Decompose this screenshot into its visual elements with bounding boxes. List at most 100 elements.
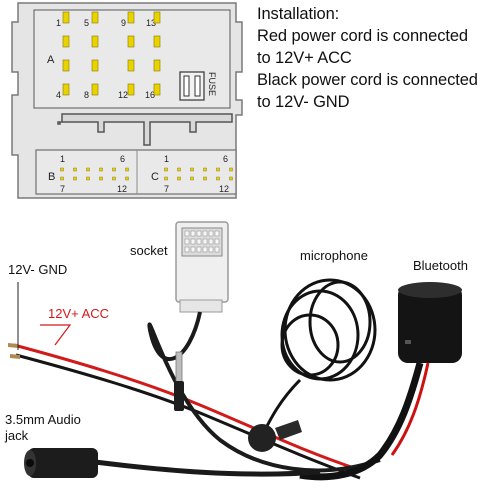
pin-number: 13: [146, 18, 156, 28]
pin: [62, 83, 70, 96]
pin: [177, 167, 181, 172]
installation-notes: Installation: Red power cord is connecte…: [257, 3, 497, 113]
microphone-cable-coil: [263, 278, 377, 431]
pin: [153, 11, 161, 24]
black-power-wire: [15, 353, 361, 480]
pin: [127, 83, 135, 96]
pin: [91, 59, 99, 72]
pin: [112, 167, 116, 172]
pin-number: 7: [60, 184, 65, 194]
connector-lower-cavity: [35, 149, 237, 195]
pin: [216, 176, 220, 181]
bluetooth-module: [398, 282, 462, 363]
connector-pinout-diagram: FUSE A B C 1 5 9 13 4 8 12 16 1 6 7 12 1…: [11, 2, 243, 199]
microphone-head: [248, 424, 276, 452]
pin-number: 4: [56, 90, 61, 100]
socket-hole: [184, 230, 190, 237]
audio-jack-label-line2: jack: [5, 428, 29, 443]
pin-number: 12: [117, 184, 127, 194]
pin: [99, 176, 103, 181]
socket-hole: [184, 238, 190, 245]
pin-number: 1: [56, 18, 61, 28]
pin: [73, 167, 77, 172]
pin-number: 8: [84, 90, 89, 100]
pin: [112, 176, 116, 181]
socket-hole: [214, 230, 220, 237]
socket-hole: [208, 246, 214, 253]
installation-line: Black power cord is connected: [257, 71, 478, 89]
pin: [153, 35, 161, 48]
pin: [60, 167, 64, 172]
audio-jack-female: [24, 448, 98, 478]
red-power-wire: [13, 343, 361, 472]
wire-tip: [8, 343, 18, 348]
pin-number: 7: [164, 184, 169, 194]
pin: [127, 11, 135, 24]
socket-hole: [190, 238, 196, 245]
pin: [229, 176, 233, 181]
pin: [62, 35, 70, 48]
microphone-label: microphone: [300, 248, 368, 263]
pin: [127, 59, 135, 72]
pin-number: 12: [219, 184, 229, 194]
socket-cable: [147, 311, 381, 473]
main-cable-red: [390, 362, 430, 456]
socket-hole: [196, 246, 202, 253]
installation-title: Installation:: [257, 5, 340, 23]
audio-jack-cable: [94, 459, 321, 477]
pin: [164, 176, 168, 181]
microphone-clip: [275, 420, 302, 440]
audio-plug: [174, 351, 184, 411]
pin: [177, 176, 181, 181]
block-c-label: C: [151, 171, 159, 183]
pin: [190, 176, 194, 181]
socket-hole: [184, 246, 190, 253]
pin: [91, 83, 99, 96]
block-a-label: A: [47, 54, 55, 66]
pin: [229, 167, 233, 172]
pin: [86, 167, 90, 172]
pin: [60, 176, 64, 181]
pin: [153, 59, 161, 72]
connector-key-ridge: [57, 113, 233, 146]
bluetooth-label: Bluetooth: [413, 258, 468, 273]
socket-hole: [196, 238, 202, 245]
socket-hole: [202, 238, 208, 245]
pin-number: 1: [60, 154, 65, 164]
socket-hole: [196, 230, 202, 237]
pin-number: 1: [164, 154, 169, 164]
pin: [153, 83, 161, 96]
installation-line: to 12V- GND: [257, 93, 350, 111]
pin: [62, 59, 70, 72]
pin: [91, 11, 99, 24]
pin: [125, 176, 129, 181]
audio-jack-label-line1: 3.5mm Audio: [5, 412, 81, 427]
gnd-label: 12V- GND: [8, 262, 68, 277]
socket-hole: [202, 246, 208, 253]
acc-leader-line: [40, 324, 72, 346]
pin-number: 12: [118, 90, 128, 100]
socket-hole: [214, 238, 220, 245]
a-block-pins: [62, 11, 161, 96]
pin: [99, 167, 103, 172]
socket-hole: [214, 246, 220, 253]
block-b-label: B: [48, 171, 55, 183]
b-c-block-pins: [60, 167, 233, 181]
socket-hole: [190, 246, 196, 253]
acc-label: 12V+ ACC: [48, 306, 110, 321]
fuse-slot-right: [194, 75, 201, 97]
pin: [164, 167, 168, 172]
pin: [127, 35, 135, 48]
pin: [73, 176, 77, 181]
socket-hole: [190, 230, 196, 237]
pin-number: 16: [145, 90, 155, 100]
pin: [125, 167, 129, 172]
socket-hole: [202, 230, 208, 237]
socket-hole: [208, 238, 214, 245]
pin: [190, 167, 194, 172]
socket-hole: [208, 230, 214, 237]
fuse-slot-left: [183, 75, 190, 97]
wire-tip: [10, 354, 20, 359]
installation-line: to 12V+ ACC: [257, 49, 352, 67]
